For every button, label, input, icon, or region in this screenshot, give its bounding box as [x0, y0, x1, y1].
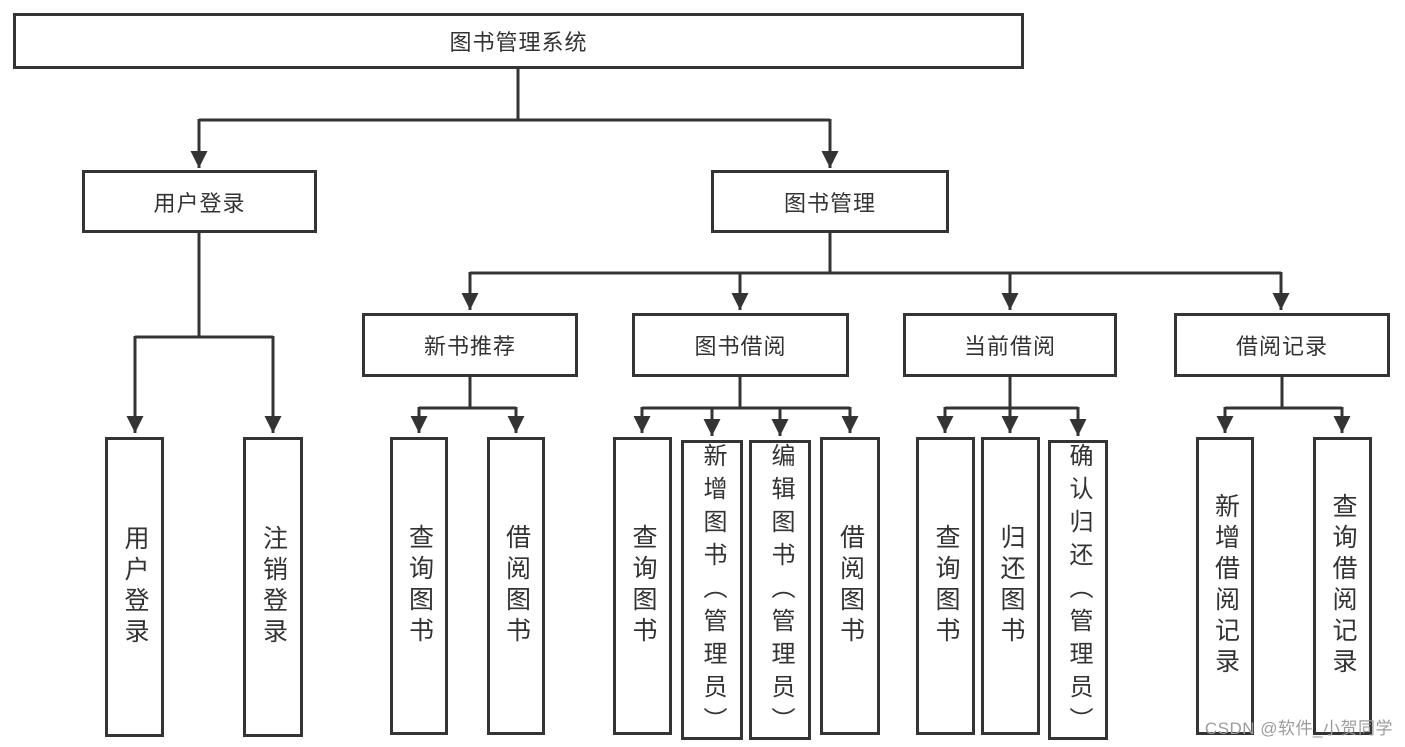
node-user-login: 用户登录	[82, 170, 317, 233]
node-borrow-books-leaf: 借阅图书	[820, 437, 880, 735]
node-login-leaf: 用户登录	[105, 437, 164, 737]
node-borrowing-records: 借阅记录	[1174, 313, 1390, 377]
node-query-books-borrowing: 查询图书	[613, 437, 672, 735]
node-borrow-books-recommend: 借阅图书	[487, 437, 545, 735]
node-book-management: 图书管理	[711, 170, 949, 233]
node-query-borrow-record: 查询借阅记录	[1313, 437, 1372, 735]
node-query-books-recommend: 查询图书	[390, 437, 448, 735]
node-add-borrow-record: 新增借阅记录	[1196, 437, 1254, 735]
watermark: CSDN @软件_小贺同学	[1204, 719, 1393, 738]
node-book-borrowing: 图书借阅	[632, 313, 849, 377]
node-new-book-recommend: 新书推荐	[362, 313, 578, 377]
node-logout-leaf: 注销登录	[243, 437, 303, 737]
node-confirm-return-admin: 确认归还（管理员）	[1048, 440, 1108, 740]
node-current-borrowing: 当前借阅	[903, 313, 1117, 377]
node-return-book-leaf: 归还图书	[981, 437, 1040, 735]
node-query-books-current: 查询图书	[916, 437, 975, 735]
node-edit-book-admin: 编辑图书（管理员）	[749, 440, 811, 740]
node-root: 图书管理系统	[13, 13, 1024, 69]
node-add-book-admin: 新增图书（管理员）	[681, 440, 743, 740]
